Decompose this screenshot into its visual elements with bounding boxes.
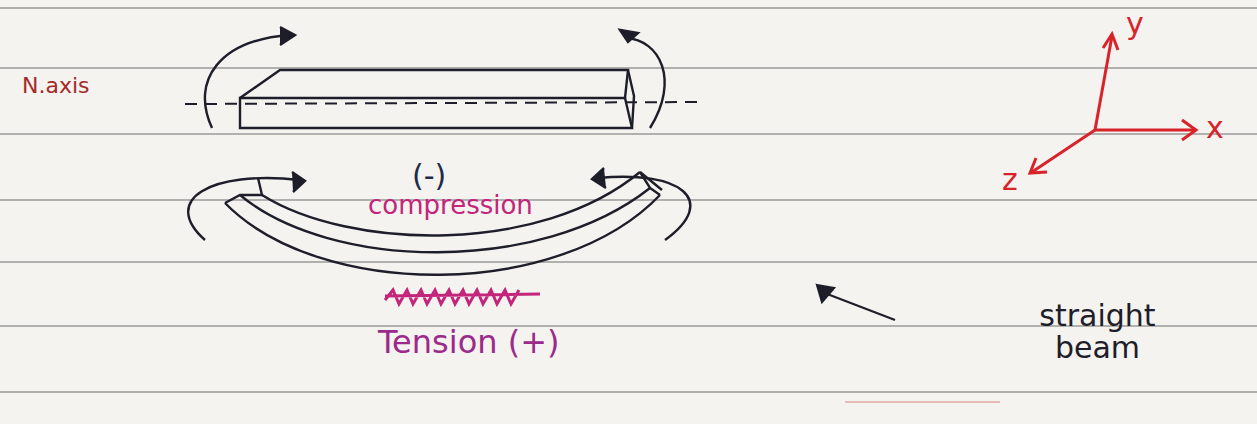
axis-letter: y — [1126, 8, 1144, 40]
sign-label: (-) — [412, 160, 446, 192]
stress-label: compression — [368, 192, 533, 219]
scribble — [385, 290, 540, 304]
note-label: straight beam — [1010, 300, 1185, 363]
underline — [845, 401, 1000, 403]
paper-lines — [0, 8, 1257, 392]
straight-beam — [240, 70, 634, 128]
stress-label: Tension (+) — [378, 326, 559, 360]
axis-letter: x — [1206, 112, 1224, 144]
axis-label: N.axis — [22, 74, 90, 97]
axis-letter: z — [1002, 164, 1018, 196]
pointer-arrow — [817, 285, 895, 320]
moment-arrows — [205, 27, 665, 128]
coordinate-axes — [1030, 34, 1196, 173]
neutral-axis — [185, 102, 705, 104]
